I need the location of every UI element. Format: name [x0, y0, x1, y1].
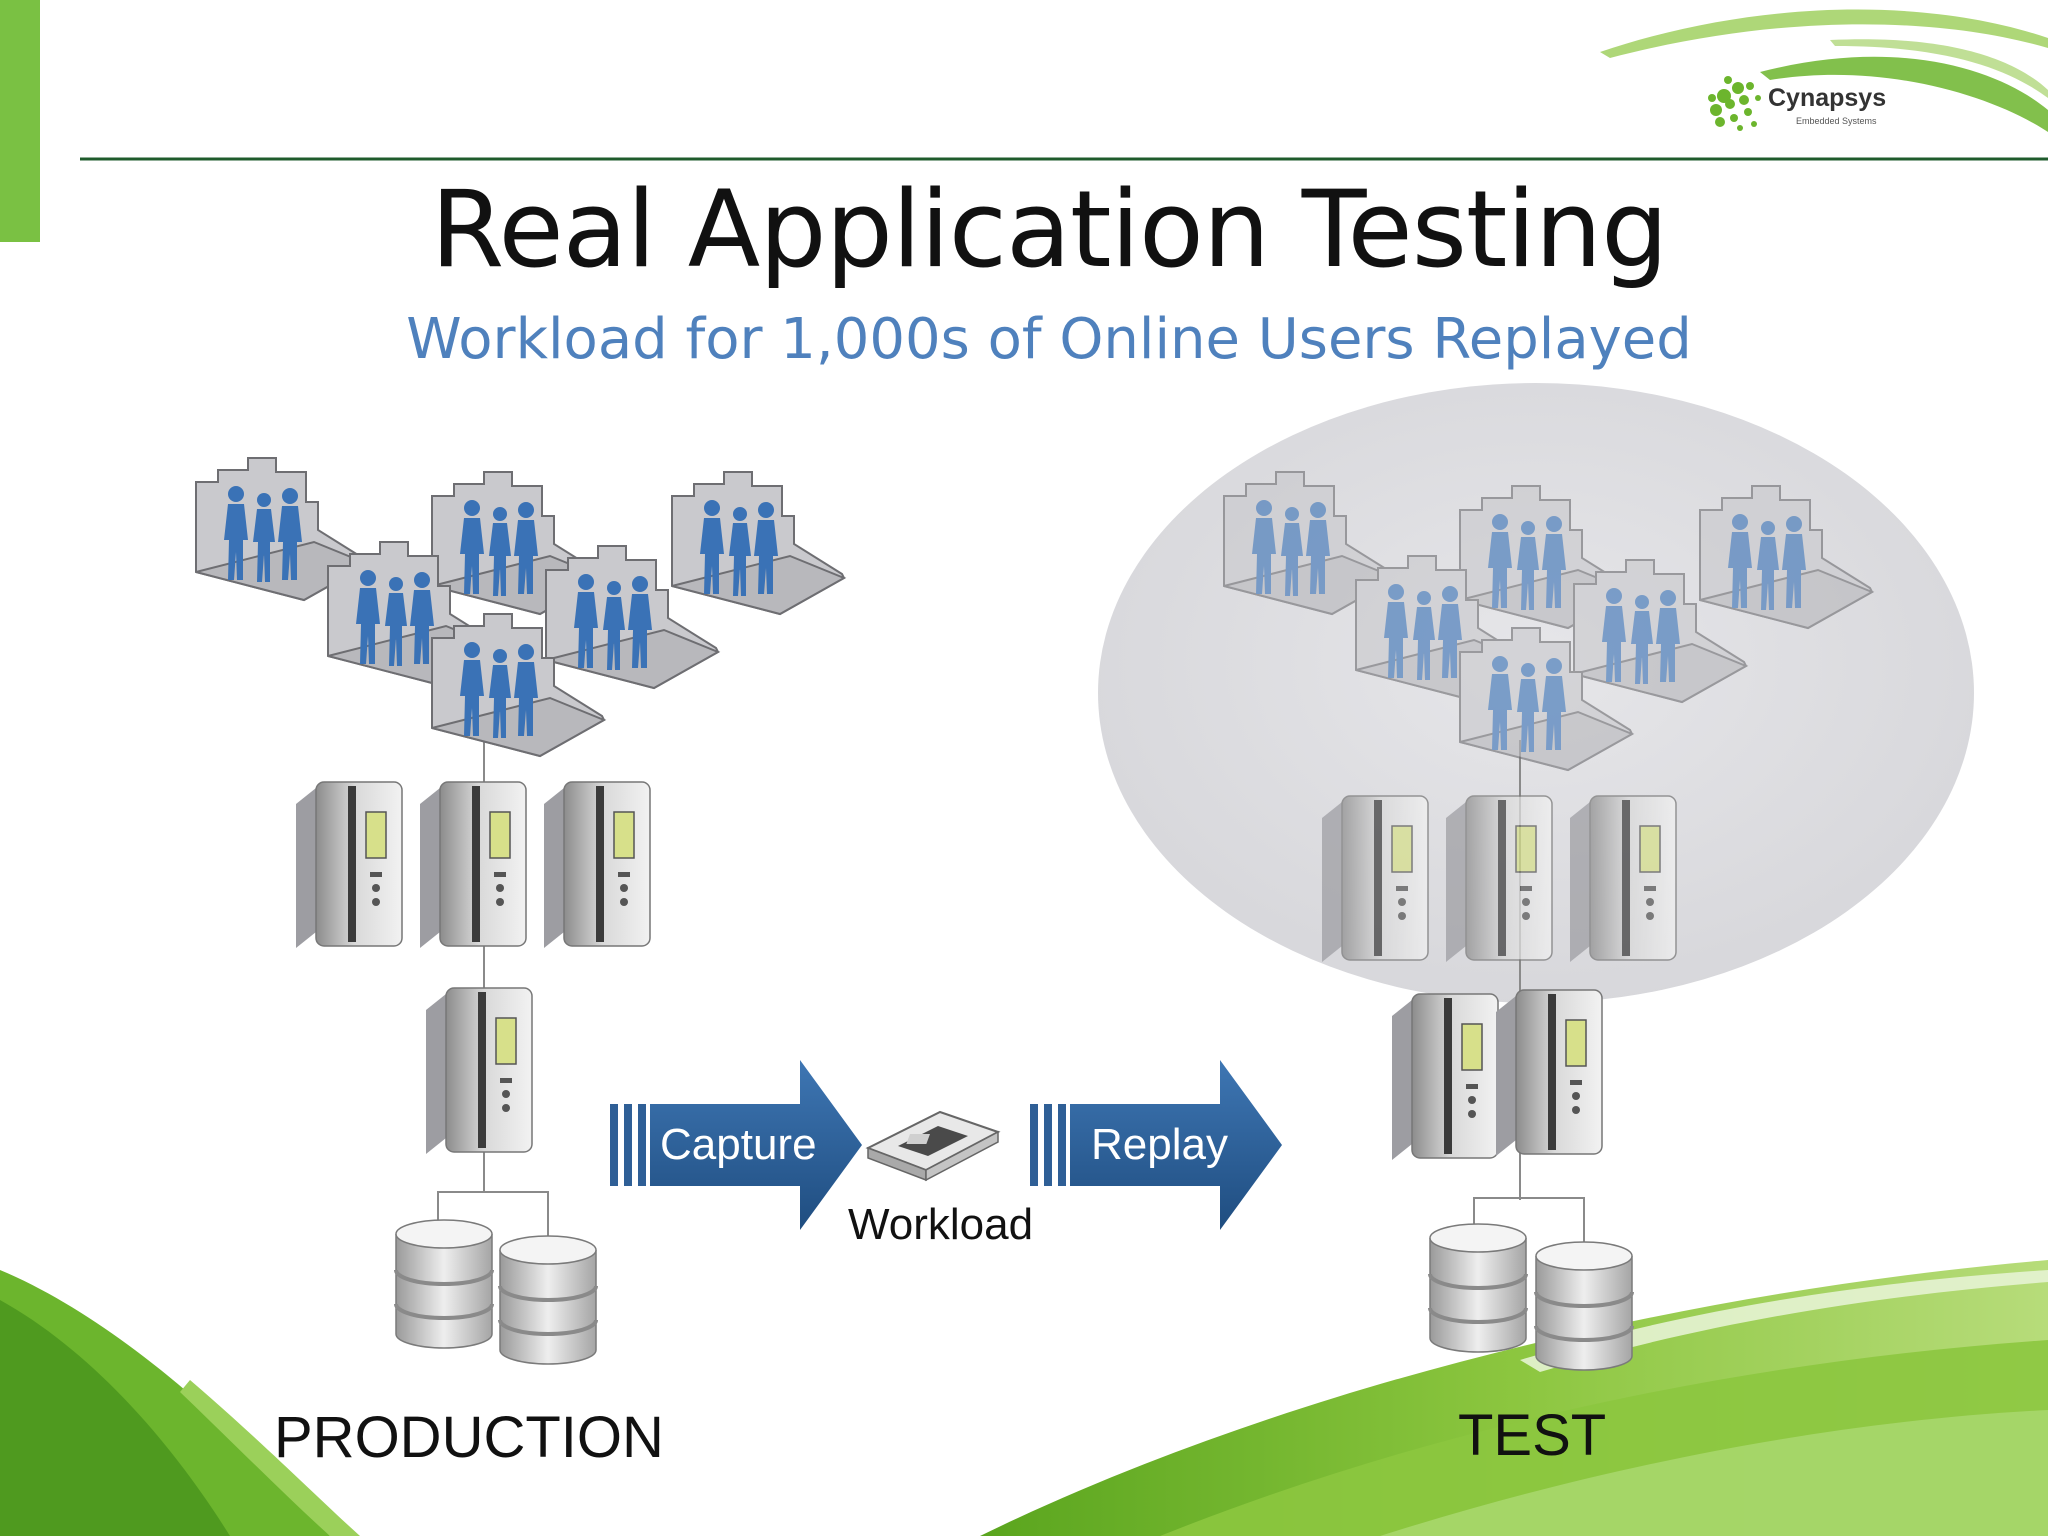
server-icon — [1495, 989, 1603, 1157]
database-icon — [1534, 1240, 1634, 1372]
capture-arrow-icon — [610, 1060, 862, 1230]
server-icon — [419, 781, 527, 949]
production-databases — [394, 1218, 598, 1366]
test-label: TEST — [1458, 1403, 1607, 1468]
server-icon — [1445, 795, 1553, 963]
server-icon — [543, 781, 651, 949]
logo-name: Cynapsys — [1768, 84, 1887, 112]
workload-device-icon — [867, 1111, 999, 1181]
slide-title: Real Application Testing — [430, 168, 1669, 291]
database-icon — [498, 1234, 598, 1366]
server-icon — [295, 781, 403, 949]
user-group-icon — [671, 471, 845, 615]
server-icon — [1391, 993, 1499, 1161]
bottom-green-wave — [0, 1260, 2048, 1536]
left-accent-bar — [0, 0, 40, 242]
workload-label: Workload — [848, 1200, 1034, 1249]
logo-tagline: Embedded Systems — [1796, 116, 1877, 126]
server-icon — [1569, 795, 1677, 963]
server-icon — [1321, 795, 1429, 963]
production-servers — [295, 781, 651, 1155]
database-icon — [394, 1218, 494, 1350]
cynapsys-logo-icon — [1708, 76, 1761, 131]
production-label: PRODUCTION — [274, 1405, 664, 1470]
slide-subtitle: Workload for 1,000s of Online Users Repl… — [406, 307, 1692, 372]
server-icon — [425, 987, 533, 1155]
test-servers-faded — [1321, 795, 1677, 963]
capture-label: Capture — [660, 1120, 817, 1169]
test-servers — [1391, 989, 1603, 1161]
database-icon — [1428, 1222, 1528, 1354]
replay-label: Replay — [1091, 1120, 1228, 1169]
replay-arrow-icon — [1030, 1060, 1282, 1230]
top-right-swoosh — [1600, 9, 2048, 58]
production-user-groups — [195, 457, 845, 757]
